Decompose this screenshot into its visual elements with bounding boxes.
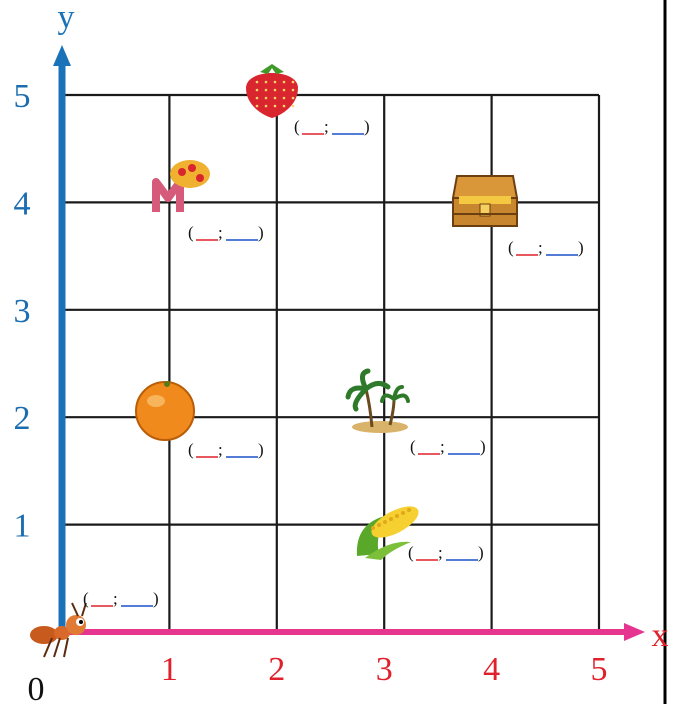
blank-open-paren: ( [188, 440, 194, 459]
blank-open-paren: ( [408, 543, 414, 562]
blank-close-paren: ) [478, 543, 484, 562]
blank-open-paren: ( [410, 437, 416, 456]
coordinate-blank-strawberry: (;) [294, 117, 370, 136]
strawberry-icon [246, 64, 298, 118]
y-axis-arrow [53, 45, 71, 66]
x-axis-arrow [624, 623, 645, 641]
x-axis-label: x [652, 617, 669, 654]
blank-open-paren: ( [294, 117, 300, 136]
treasure-chest-icon [453, 176, 517, 226]
origin-label: 0 [28, 671, 45, 704]
x-tick-label: 5 [591, 651, 608, 688]
blank-close-paren: ) [364, 117, 370, 136]
blank-close-paren: ) [480, 437, 486, 456]
blank-open-paren: ( [83, 589, 89, 608]
blank-close-paren: ) [258, 223, 264, 242]
palm-island-icon [348, 371, 408, 433]
icons [30, 64, 517, 657]
coordinate-blank-orange: (;) [188, 440, 264, 459]
coordinate-blank-ant: (;) [83, 589, 159, 608]
coordinate-blank-treasure-chest: (;) [508, 238, 584, 257]
coordinate-blank-corn: (;) [408, 543, 484, 562]
blank-separator: ; [218, 223, 223, 242]
blank-open-paren: ( [188, 223, 194, 242]
ant-icon [30, 603, 86, 657]
y-tick-label: 1 [14, 508, 31, 545]
y-tick-label: 2 [14, 400, 31, 437]
tick-labels: 1 2 3 4 5 1 2 3 4 5 [14, 78, 608, 688]
x-tick-label: 3 [376, 651, 393, 688]
coordinate-blank-island: (;) [410, 437, 486, 456]
blank-close-paren: ) [153, 589, 159, 608]
blank-close-paren: ) [258, 440, 264, 459]
candy-icon [156, 160, 210, 212]
y-axis-label: y [58, 0, 75, 36]
blank-separator: ; [440, 437, 445, 456]
coordinate-blank-candy: (;) [188, 223, 264, 242]
grid [62, 95, 599, 632]
x-tick-label: 1 [161, 651, 178, 688]
blank-separator: ; [438, 543, 443, 562]
blank-separator: ; [218, 440, 223, 459]
y-tick-label: 4 [14, 185, 31, 222]
x-tick-label: 4 [483, 651, 500, 688]
x-axis: x [62, 617, 669, 654]
x-tick-label: 2 [268, 651, 285, 688]
blank-separator: ; [538, 238, 543, 257]
blank-separator: ; [324, 117, 329, 136]
blank-close-paren: ) [578, 238, 584, 257]
blank-separator: ; [113, 589, 118, 608]
y-tick-label: 5 [14, 78, 31, 115]
y-tick-label: 3 [14, 293, 31, 330]
orange-icon [136, 381, 194, 440]
blank-open-paren: ( [508, 238, 514, 257]
